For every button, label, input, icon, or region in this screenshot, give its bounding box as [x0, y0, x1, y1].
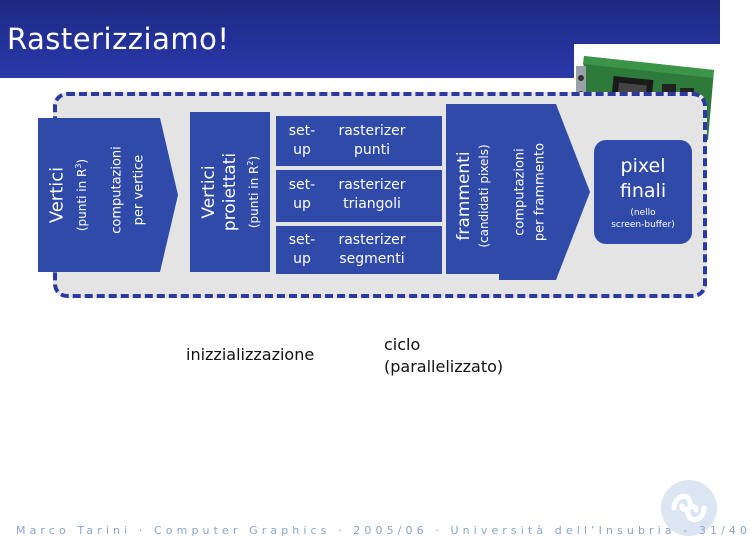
setup-row-2: set- up [276, 170, 328, 222]
rasterizer-row-1: rasterizer punti [328, 116, 442, 166]
pixel-finali-block: pixel finali (nello screen-buffer) [594, 140, 692, 244]
comp-vertice-arrow [96, 118, 178, 272]
rasterizer-row-3: rasterizer segmenti [328, 226, 442, 274]
ciclo-line1: ciclo [384, 335, 421, 354]
setup-row-1: set- up [276, 116, 328, 166]
university-logo [661, 480, 717, 536]
rasterizer-label-1a: rasterizer [338, 123, 406, 139]
vertici-label: Vertici [46, 166, 68, 224]
setup-row-3: set- up [276, 226, 328, 274]
setup-label-3a: set- [288, 232, 316, 248]
ciclo-line2: (parallelizzato) [384, 356, 504, 376]
vertici-proiettati-line2: proiettati [220, 152, 241, 232]
frammenti-block: frammenti (candidati pixels) [446, 104, 499, 274]
setup-label-3b: up [293, 250, 311, 267]
setup-label-1a: set- [288, 123, 316, 139]
pixel-finali-line2: finali [619, 179, 667, 202]
vertici-sublabel: (punti in R3) [74, 158, 90, 232]
setup-label-2a: set- [288, 177, 316, 193]
pixel-finali-sub2: screen-buffer) [611, 219, 675, 230]
frammenti-label: frammenti [454, 151, 475, 241]
setup-label-2b: up [293, 195, 311, 212]
setup-label-1b: up [293, 141, 311, 158]
pixel-finali-line1: pixel [620, 155, 666, 177]
comp-frammento-arrow [499, 104, 590, 280]
comp-vertice-line2: per vertice [131, 154, 147, 226]
vertici-proiettati-block: Vertici proiettati (punti in R2) [190, 112, 270, 272]
comp-vertice-line1: computazioni [109, 146, 125, 234]
rasterizer-row-2: rasterizer triangoli [328, 170, 442, 222]
rasterizer-label-1b: punti [353, 141, 390, 158]
rasterizer-label-2a: rasterizer [338, 177, 406, 193]
ciclo-label: ciclo (parallelizzato) [384, 334, 503, 377]
comp-frammento-line1: computazioni [512, 148, 528, 236]
rasterizer-label-3b: segmenti [339, 250, 405, 267]
vertici-block: Vertici (punti in R3) [38, 118, 96, 272]
pixel-finali-sub1: (nello [630, 208, 656, 218]
comp-frammento-line2: per frammento [532, 142, 548, 242]
title-bar: Rasterizziamo! [0, 0, 720, 78]
vertici-proiettati-line1: Vertici [199, 165, 220, 219]
inizializzazione-label: inizzializzazione [186, 345, 315, 364]
rasterizer-label-2b: triangoli [343, 195, 401, 212]
slide-title: Rasterizziamo! [7, 22, 230, 56]
slide-footer: Marco Tarini ‧ Computer Graphics ‧ 2005/… [16, 524, 751, 537]
rasterizer-label-3a: rasterizer [338, 232, 406, 248]
frammenti-sublabel: (candidati pixels) [477, 144, 492, 248]
vertici-proiettati-sublabel: (punti in R2) [246, 155, 262, 229]
pipeline-arrows [96, 104, 590, 280]
